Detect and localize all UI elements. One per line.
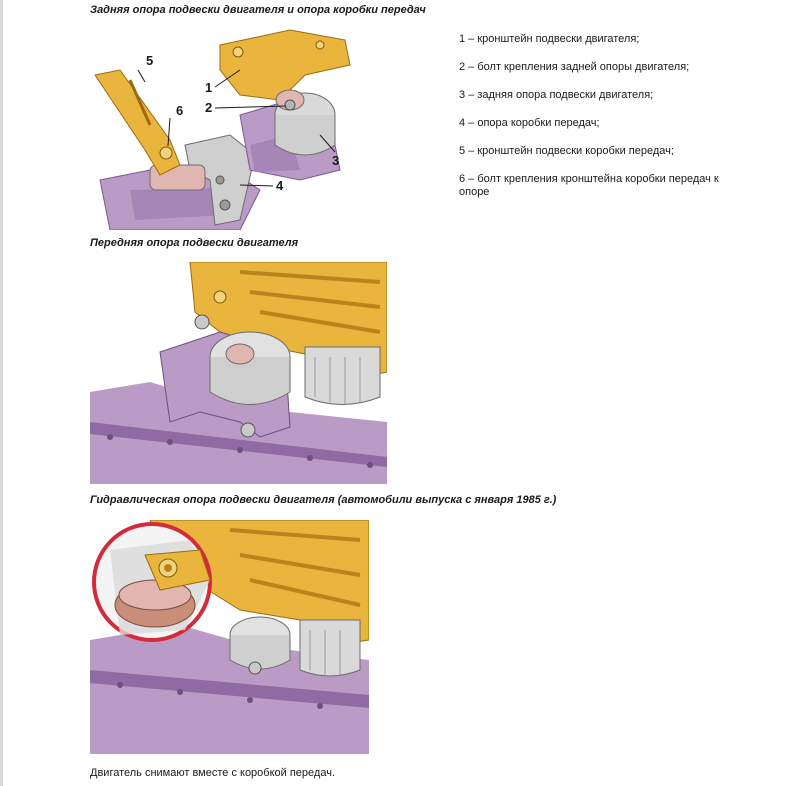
footer-note: Двигатель снимают вместе с коробкой пере…	[90, 767, 335, 779]
legend-item: 5 – кронштейн подвески коробки передач;	[459, 145, 674, 157]
callout-5: 5	[146, 53, 153, 68]
figure2-caption: Передняя опора подвески двигателя	[90, 237, 299, 249]
legend-item: 4 – опора коробки передач;	[459, 117, 600, 129]
callout-3: 3	[332, 153, 339, 168]
callout-6: 6	[176, 103, 183, 118]
figure3-caption: Гидравлическая опора подвески двигателя …	[90, 494, 557, 506]
page-edge	[0, 0, 3, 786]
legend-item: 2 – болт крепления задней опоры двигател…	[459, 61, 690, 73]
figure3-illustration	[90, 520, 369, 754]
figure1-caption: Задняя опора подвески двигателя и опора …	[90, 4, 426, 16]
callout-1: 1	[205, 80, 212, 95]
figure2-illustration	[90, 262, 387, 484]
figure1-illustration: 1 2 3 4 5 6	[90, 20, 450, 230]
legend-item: 3 – задняя опора подвески двигателя;	[459, 89, 654, 101]
callout-2: 2	[205, 100, 212, 115]
legend: 1 – кронштейн подвески двигателя; 2 – бо…	[459, 33, 729, 214]
callout-4: 4	[276, 178, 284, 193]
legend-item: 1 – кронштейн подвески двигателя;	[459, 33, 640, 45]
legend-item: 6 – болт крепления кронштейна коробки пе…	[459, 173, 719, 198]
